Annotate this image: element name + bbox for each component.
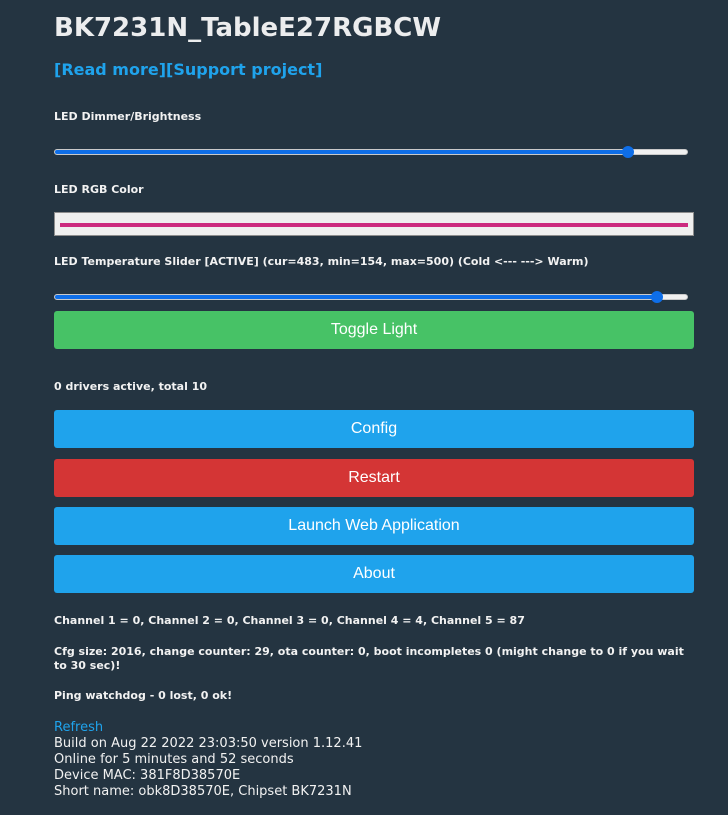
temperature-slider-fill [55, 295, 656, 299]
ping-watchdog-status: Ping watchdog - 0 lost, 0 ok! [54, 689, 233, 702]
about-button[interactable]: About [54, 555, 694, 593]
temperature-slider-thumb[interactable] [650, 291, 663, 303]
temperature-slider-track [54, 294, 688, 300]
launch-web-application-button[interactable]: Launch Web Application [54, 507, 694, 545]
brightness-slider-thumb[interactable] [621, 146, 634, 158]
temperature-slider[interactable] [54, 290, 688, 304]
page-title: BK7231N_TableE27RGBCW [54, 13, 442, 43]
rgb-color-swatch [60, 223, 688, 227]
header-links: [Read more][Support project] [54, 58, 322, 82]
dimmer-label: LED Dimmer/Brightness [54, 110, 202, 123]
footer-info: Refresh Build on Aug 22 2022 23:03:50 ve… [54, 720, 362, 800]
channels-status: Channel 1 = 0, Channel 2 = 0, Channel 3 … [54, 614, 525, 627]
device-mac: Device MAC: 381F8D38570E [54, 768, 241, 783]
online-time: Online for 5 minutes and 52 seconds [54, 752, 294, 767]
short-name: Short name: obk8D38570E, Chipset BK7231N [54, 784, 352, 799]
brightness-slider[interactable] [54, 145, 688, 159]
drivers-status: 0 drivers active, total 10 [54, 380, 208, 393]
cfg-status: Cfg size: 2016, change counter: 29, ota … [54, 645, 684, 672]
refresh-link[interactable]: Refresh [54, 720, 104, 735]
rgb-color-picker[interactable] [54, 212, 694, 236]
temperature-label: LED Temperature Slider [ACTIVE] (cur=483… [54, 255, 589, 268]
brightness-slider-track [54, 149, 688, 155]
build-info: Build on Aug 22 2022 23:03:50 version 1.… [54, 736, 363, 751]
config-button[interactable]: Config [54, 410, 694, 448]
rgb-color-label: LED RGB Color [54, 183, 144, 196]
restart-button[interactable]: Restart [54, 459, 694, 497]
read-more-link[interactable]: [Read more] [54, 60, 167, 79]
brightness-slider-fill [55, 150, 627, 154]
toggle-light-button[interactable]: Toggle Light [54, 311, 694, 349]
support-project-link[interactable]: [Support project] [166, 60, 323, 79]
